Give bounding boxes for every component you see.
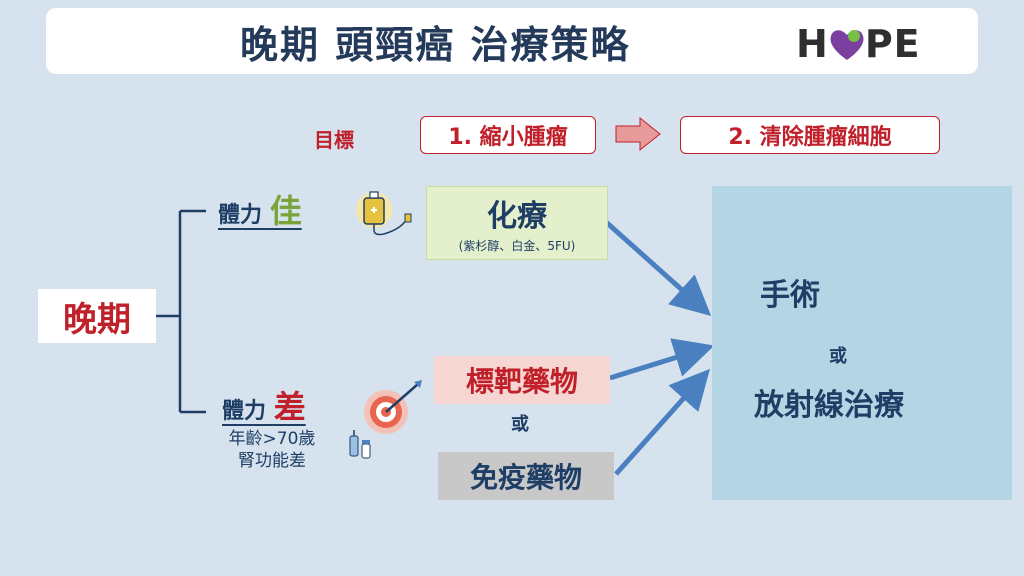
branch-bad: 體力 差	[222, 382, 306, 428]
note-kidney: 腎功能差	[238, 451, 306, 471]
goal-arrow-icon	[615, 116, 661, 152]
outcome-panel	[712, 186, 1012, 500]
logo-text-left: H	[796, 22, 829, 66]
branch-bad-notes: 年齡>70歲 腎功能差	[210, 428, 334, 472]
logo-text-right: PE	[864, 22, 921, 66]
arrow-chemo	[604, 220, 712, 316]
heart-icon	[830, 30, 864, 60]
arrow-targeted	[609, 338, 715, 381]
branch-bad-emphasis: 差	[273, 388, 306, 426]
chemo-box: 化療 (紫杉醇、白金、5FU)	[426, 186, 608, 260]
title-bar	[46, 8, 978, 74]
branch-good: 體力 佳	[218, 186, 302, 232]
branch-good-label: 體力	[218, 203, 263, 228]
branch-bad-label: 體力	[222, 399, 267, 424]
targeted-therapy-box: 標靶藥物	[434, 356, 610, 404]
goal-label: 目標	[314, 128, 354, 152]
root-late-stage: 晚期	[38, 289, 156, 343]
radiotherapy-label: 放射線治療	[754, 388, 904, 423]
or-middle: 或	[511, 414, 529, 435]
target-icon	[364, 380, 422, 434]
or-outcome: 或	[829, 346, 847, 367]
chemo-subtitle: (紫杉醇、白金、5FU)	[458, 239, 576, 253]
flow-arrows	[604, 220, 715, 476]
branch-good-emphasis: 佳	[269, 192, 302, 230]
hope-logo: H PE	[796, 22, 921, 66]
goal-step-2: 2. 清除腫瘤細胞	[680, 116, 940, 154]
surgery-label: 手術	[760, 278, 820, 313]
syringe-icon	[349, 430, 371, 459]
goal-step-1: 1. 縮小腫瘤	[420, 116, 596, 154]
arrow-immuno	[614, 368, 710, 476]
branch-bracket	[156, 209, 206, 414]
page-title: 晚期 頭頸癌 治療策略	[240, 23, 631, 67]
chemo-title: 化療	[487, 199, 547, 234]
immunotherapy-box: 免疫藥物	[438, 452, 614, 500]
iv-bag-icon	[356, 191, 412, 236]
note-age: 年齡>70歲	[228, 429, 316, 449]
